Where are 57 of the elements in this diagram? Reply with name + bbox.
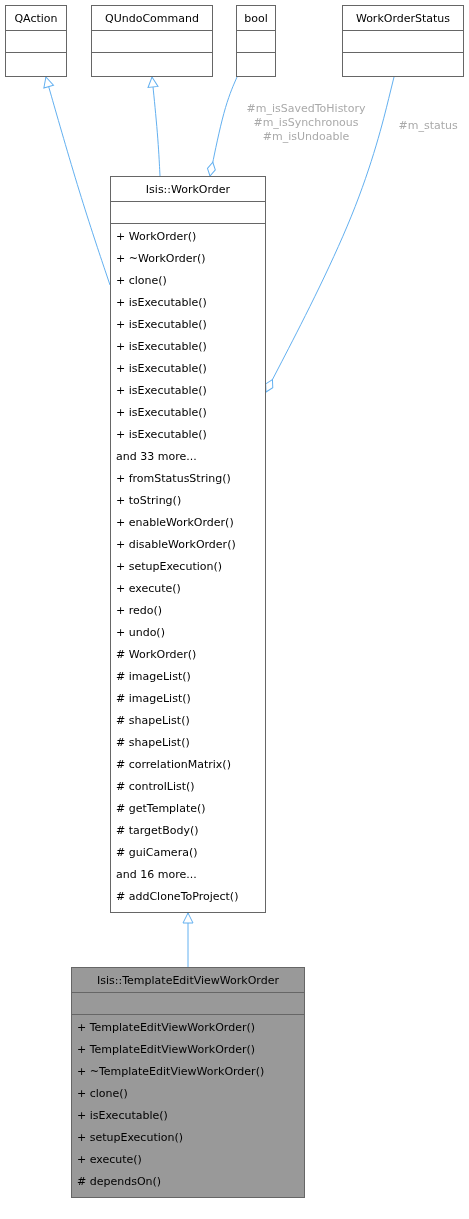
class-name: Isis::WorkOrder <box>145 183 231 196</box>
class-name: WorkOrderStatus <box>355 12 451 25</box>
class-name: bool <box>244 12 268 25</box>
method-entry: # imageList() <box>115 691 191 707</box>
method-entry: # guiCamera() <box>115 845 198 861</box>
method-entry: + isExecutable() <box>115 295 207 311</box>
method-entry: + WorkOrder() <box>115 229 197 245</box>
method-entry: # controlList() <box>115 779 195 795</box>
class-box <box>342 5 464 77</box>
method-entry: + undo() <box>115 625 165 641</box>
method-entry: + fromStatusString() <box>115 471 231 487</box>
inheritance-arrow <box>43 76 111 286</box>
method-entry: # shapeList() <box>115 713 190 729</box>
class-box <box>110 176 266 913</box>
method-entry: # dependsOn() <box>76 1174 162 1190</box>
method-entry: + TemplateEditViewWorkOrder() <box>76 1042 255 1058</box>
method-entry: # WorkOrder() <box>115 647 197 663</box>
method-entry: + isExecutable() <box>115 427 207 443</box>
edge-label: #m_status <box>398 119 458 133</box>
method-entry: + disableWorkOrder() <box>115 537 236 553</box>
class-name: Isis::TemplateEditViewWorkOrder <box>97 974 279 987</box>
method-entry: and 33 more... <box>115 449 197 465</box>
method-entry: # targetBody() <box>115 823 199 839</box>
class-name: QUndoCommand <box>105 12 199 25</box>
method-entry: + isExecutable() <box>115 405 207 421</box>
method-entry: + toString() <box>115 493 182 509</box>
method-entry: + redo() <box>115 603 163 619</box>
method-entry: + isExecutable() <box>115 361 207 377</box>
method-entry: # shapeList() <box>115 735 190 751</box>
method-entry: + enableWorkOrder() <box>115 515 234 531</box>
method-entry: + ~WorkOrder() <box>115 251 206 267</box>
method-entry: + setupExecution() <box>76 1130 184 1146</box>
aggregation-line <box>265 76 395 393</box>
method-entry: + isExecutable() <box>115 339 207 355</box>
class-box <box>71 967 305 1198</box>
method-entry: + ~TemplateEditViewWorkOrder() <box>76 1064 265 1080</box>
class-name: QAction <box>14 12 58 25</box>
method-entry: + TemplateEditViewWorkOrder() <box>76 1020 255 1036</box>
class-box <box>236 5 276 77</box>
method-entry: + clone() <box>76 1086 128 1102</box>
method-entry: + isExecutable() <box>76 1108 168 1124</box>
method-entry: # getTemplate() <box>115 801 206 817</box>
method-entry: + setupExecution() <box>115 559 223 575</box>
aggregation-line <box>206 76 238 177</box>
class-box <box>5 5 67 77</box>
inheritance-arrow <box>182 912 194 968</box>
method-entry: + clone() <box>115 273 167 289</box>
method-entry: + isExecutable() <box>115 383 207 399</box>
method-entry: + isExecutable() <box>115 317 207 333</box>
class-box <box>91 5 213 77</box>
method-entry: and 16 more... <box>115 867 197 883</box>
inheritance-arrow <box>147 76 161 177</box>
method-entry: # correlationMatrix() <box>115 757 231 773</box>
method-entry: + execute() <box>76 1152 142 1168</box>
method-entry: + execute() <box>115 581 181 597</box>
method-entry: # imageList() <box>115 669 191 685</box>
method-entry: # addCloneToProject() <box>115 889 239 905</box>
